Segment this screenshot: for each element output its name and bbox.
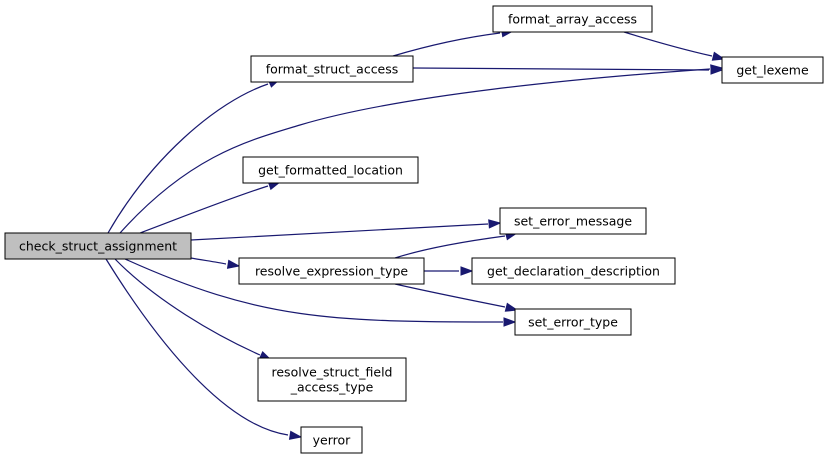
edge-arrowhead	[488, 219, 502, 229]
edge-line	[190, 257, 227, 265]
node-label: get_lexeme	[736, 63, 809, 78]
node-label: set_error_message	[514, 214, 632, 229]
edge-line	[394, 283, 506, 308]
node-resolve_expression_type[interactable]: resolve_expression_type	[238, 257, 425, 285]
node-label: get_formatted_location	[258, 163, 403, 178]
edge-arrowhead	[288, 430, 303, 440]
node-box	[300, 426, 363, 454]
node-box	[499, 207, 647, 235]
node-label: _access_type	[290, 380, 374, 395]
edge-arrowhead	[226, 259, 241, 269]
node-box	[242, 156, 419, 184]
node-check_struct_assignment[interactable]: check_struct_assignment	[4, 232, 192, 260]
node-box	[471, 257, 676, 285]
edge-check_struct_assignment-to-set_error_type	[124, 258, 517, 327]
nodes-layer: check_struct_assignment format_struct_acc…	[4, 5, 824, 454]
edge-arrowhead	[711, 51, 726, 61]
edge-line	[394, 235, 506, 259]
edge-check_struct_assignment-to-format_struct_access	[107, 78, 282, 234]
node-get_lexeme[interactable]: get_lexeme	[721, 56, 824, 84]
edge-arrowhead	[460, 266, 474, 276]
edge-line	[412, 67, 710, 71]
edge-line	[124, 258, 504, 323]
node-label: check_struct_assignment	[19, 239, 177, 254]
node-box	[250, 55, 414, 83]
edge-format_struct_access-to-get_lexeme	[412, 65, 724, 75]
node-yerror[interactable]: yerror	[300, 426, 363, 454]
edge-resolve_expression_type-to-set_error_message	[394, 231, 519, 259]
edge-check_struct_assignment-to-get_formatted_location	[139, 181, 282, 234]
edge-line	[139, 185, 269, 234]
node-format_struct_access[interactable]: format_struct_access	[250, 55, 414, 83]
edge-line	[114, 258, 261, 356]
node-label: yerror	[313, 433, 352, 448]
edge-line	[107, 83, 269, 234]
edge-line	[119, 68, 711, 234]
edge-arrowhead	[503, 317, 517, 327]
edges-layer	[105, 28, 726, 440]
node-label: get_declaration_description	[487, 264, 660, 279]
edge-line	[105, 258, 289, 436]
edge-check_struct_assignment-to-yerror	[105, 258, 303, 440]
edge-line	[190, 223, 489, 241]
node-box	[238, 257, 425, 285]
node-label: set_error_type	[528, 315, 618, 330]
node-label: resolve_expression_type	[255, 264, 408, 279]
node-set_error_type[interactable]: set_error_type	[514, 308, 632, 336]
edge-line	[623, 31, 713, 57]
edge-resolve_expression_type-to-set_error_type	[394, 283, 519, 312]
node-get_formatted_location[interactable]: get_formatted_location	[242, 156, 419, 184]
edge-check_struct_assignment-to-set_error_message	[190, 219, 502, 241]
node-resolve_struct_field_access_type[interactable]: resolve_struct_field_access_type	[257, 357, 407, 402]
edge-arrowhead	[504, 302, 519, 312]
node-box	[514, 308, 632, 336]
edge-format_array_access-to-get_lexeme	[623, 31, 726, 61]
node-format_array_access[interactable]: format_array_access	[492, 5, 653, 33]
node-label: format_array_access	[508, 12, 637, 27]
edge-format_struct_access-to-format_array_access	[392, 28, 515, 57]
edge-resolve_expression_type-to-get_declaration_description	[424, 266, 474, 276]
node-box	[257, 357, 407, 402]
node-box	[721, 56, 824, 84]
node-label: format_struct_access	[266, 62, 399, 77]
edge-check_struct_assignment-to-resolve_expression_type	[190, 257, 241, 269]
node-label: resolve_struct_field	[272, 365, 393, 380]
node-get_declaration_description[interactable]: get_declaration_description	[471, 257, 676, 285]
node-box	[4, 232, 192, 260]
node-set_error_message[interactable]: set_error_message	[499, 207, 647, 235]
node-box	[492, 5, 653, 33]
edge-arrowhead	[710, 65, 724, 75]
edge-line	[392, 32, 501, 57]
